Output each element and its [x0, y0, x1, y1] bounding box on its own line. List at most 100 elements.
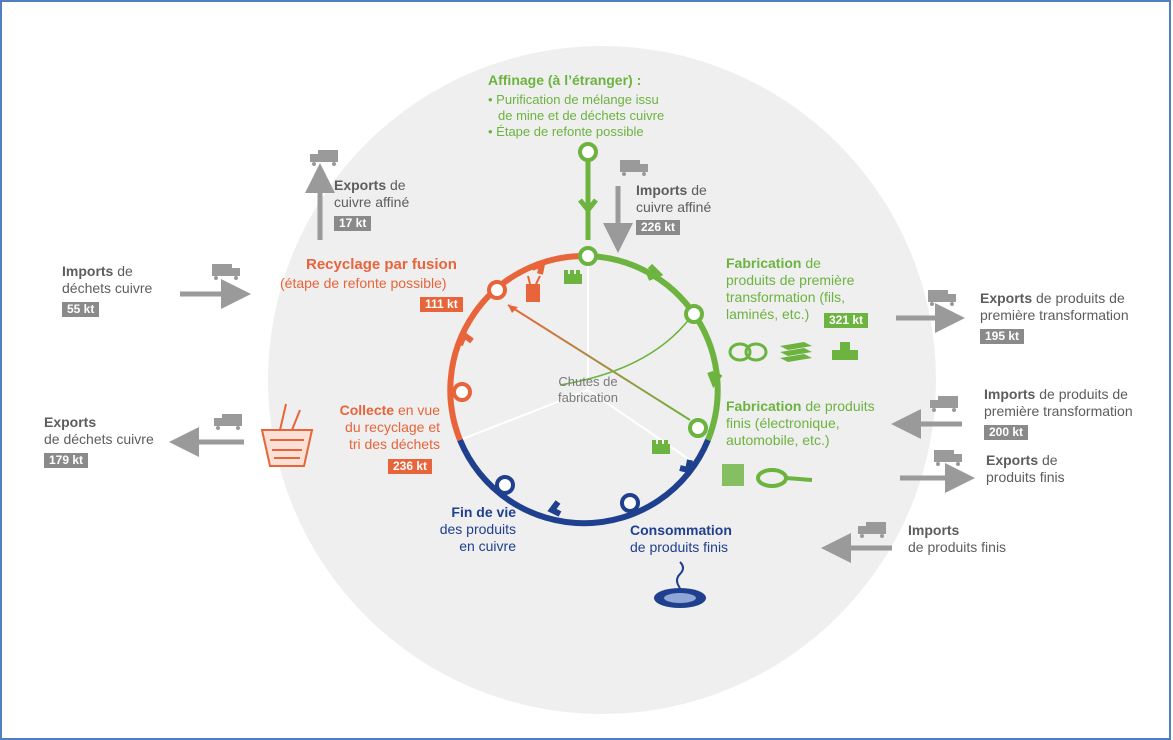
exports-finis-label: Exports de produits finis — [986, 452, 1065, 486]
exports-dechets-line2: de déchets cuivre — [44, 431, 154, 447]
recycling-bin-icon — [526, 275, 541, 302]
imports-prod1-value: 200 kt — [984, 425, 1029, 440]
fab2-bold: Fabrication — [726, 398, 802, 414]
truck-icon — [858, 522, 886, 538]
cable-icon — [756, 468, 813, 488]
exports-finis-rest: de — [1038, 452, 1058, 468]
fin-vie-title: Fin de vie — [451, 504, 516, 520]
fab2-line: automobile, etc.) — [726, 432, 830, 448]
exports-prod1-rest: de produits de — [1032, 290, 1125, 306]
chute-arrowhead — [508, 305, 518, 313]
imports-affine-rest: de — [687, 182, 707, 198]
chute-arrow-2 — [559, 317, 691, 386]
ring-chevron — [679, 459, 693, 474]
center-label-line: fabrication — [558, 390, 618, 405]
collecte-label: Collecte en vue du recyclage et tri des … — [322, 402, 440, 453]
imports-finis-line2: de produits finis — [908, 539, 1007, 555]
fab2-line: finis (électronique, — [726, 415, 840, 431]
metal-sheets-icon — [780, 342, 812, 362]
collection-basket-icon — [260, 403, 314, 467]
node-consommation — [620, 493, 640, 513]
affinage-bullet: • Étape de refonte possible — [488, 124, 644, 139]
fab1-line: laminés, etc.) — [726, 306, 810, 322]
node-collecte — [452, 382, 472, 402]
recyclage-sub: (étape de refonte possible) — [280, 275, 447, 291]
fab1-value: 321 kt — [824, 313, 869, 328]
imports-dechets-bold: Imports — [62, 263, 114, 279]
exports-affine-value: 17 kt — [334, 216, 372, 231]
center-label: Chutes de fabrication — [546, 374, 630, 406]
fin-vie-line: en cuivre — [459, 538, 516, 554]
imports-affine-line2: cuivre affiné — [636, 199, 712, 215]
ring-chevron — [707, 370, 723, 389]
node-top — [578, 246, 598, 266]
ring-chevron — [547, 500, 562, 517]
ring-arc-orange — [447, 252, 589, 442]
node-fab2 — [688, 418, 708, 438]
truck-icon — [620, 160, 648, 176]
fab1-bold: Fabrication — [726, 255, 802, 271]
imports-prod1-bold: Imports — [984, 386, 1036, 402]
factory-icon — [652, 440, 670, 454]
imports-prod1-line2: première transformation — [984, 403, 1133, 419]
exports-affine-bold: Exports — [334, 177, 387, 193]
imports-prod1-label: Imports de produits de première transfor… — [984, 386, 1133, 420]
fab2-rest: de produits — [801, 398, 875, 414]
fin-vie-line: des produits — [439, 521, 516, 537]
recyclage-title: Recyclage par fusion — [306, 256, 457, 273]
imports-affine-bold: Imports — [636, 182, 688, 198]
center-label-line: Chutes de — [558, 374, 618, 389]
truck-icon — [930, 396, 958, 412]
ring-chevron — [530, 259, 547, 275]
fin-vie-label: Fin de vie des produits en cuivre — [420, 504, 516, 555]
fab1-rest: de — [801, 255, 821, 271]
truck-icon — [928, 290, 956, 306]
node-recyclage — [487, 280, 507, 300]
node-fin-vie — [495, 475, 515, 495]
chute-arrow — [507, 304, 691, 421]
imports-dechets-value: 55 kt — [62, 302, 100, 317]
affinage-bullets: • Purification de mélange issu de mine e… — [488, 92, 664, 140]
truck-icon — [214, 414, 242, 430]
imports-finis-bold: Imports — [908, 522, 960, 538]
node-fab1 — [684, 304, 704, 324]
imports-dechets-label: Imports de déchets cuivre — [62, 263, 152, 297]
copper-wire-coils-icon — [728, 342, 768, 362]
consumer-product-icon — [654, 561, 706, 608]
exports-dechets-value: 179 kt — [44, 453, 89, 468]
collecte-line: tri des déchets — [348, 436, 440, 452]
exports-prod1-label: Exports de produits de première transfor… — [980, 290, 1129, 324]
truck-icon — [934, 450, 962, 466]
exports-affine-rest: de — [386, 177, 406, 193]
affinage-bullet: de mine et de déchets cuivre — [498, 108, 665, 123]
imports-dechets-rest: de — [113, 263, 133, 279]
fab2-label: Fabrication de produits finis (électroni… — [726, 398, 875, 449]
truck-icon — [310, 150, 338, 166]
imports-finis-label: Imports de produits finis — [908, 522, 1006, 556]
consommation-line2: de produits finis — [630, 539, 729, 555]
recyclage-value: 111 kt — [420, 297, 463, 312]
exports-finis-line2: produits finis — [986, 469, 1065, 485]
metal-block-icon — [832, 342, 858, 360]
collecte-rest: en vue — [394, 402, 440, 418]
ring-chevron — [457, 330, 474, 347]
imports-affine-value: 226 kt — [636, 220, 681, 235]
fab1-label: Fabrication de produits de première tran… — [726, 255, 854, 323]
affinage-chevron — [578, 198, 598, 215]
fab1-line: transformation (fils, — [726, 289, 846, 305]
imports-prod1-rest: de produits de — [1035, 386, 1128, 402]
ring-arc-navy — [457, 438, 711, 527]
collecte-bold: Collecte — [339, 402, 395, 418]
affinage-bullet: • Purification de mélange issu — [488, 92, 659, 107]
collecte-line: du recyclage et — [345, 419, 440, 435]
affinage-title: Affinage (à l’étranger) : — [488, 72, 642, 88]
ring-dividers — [459, 256, 691, 461]
circuit-board-icon — [722, 464, 744, 486]
fab1-line: produits de première — [726, 272, 855, 288]
background-circle — [268, 46, 936, 714]
ring-chevron — [646, 263, 664, 281]
exports-finis-bold: Exports — [986, 452, 1039, 468]
exports-dechets-bold: Exports — [44, 414, 97, 430]
exports-prod1-value: 195 kt — [980, 329, 1025, 344]
